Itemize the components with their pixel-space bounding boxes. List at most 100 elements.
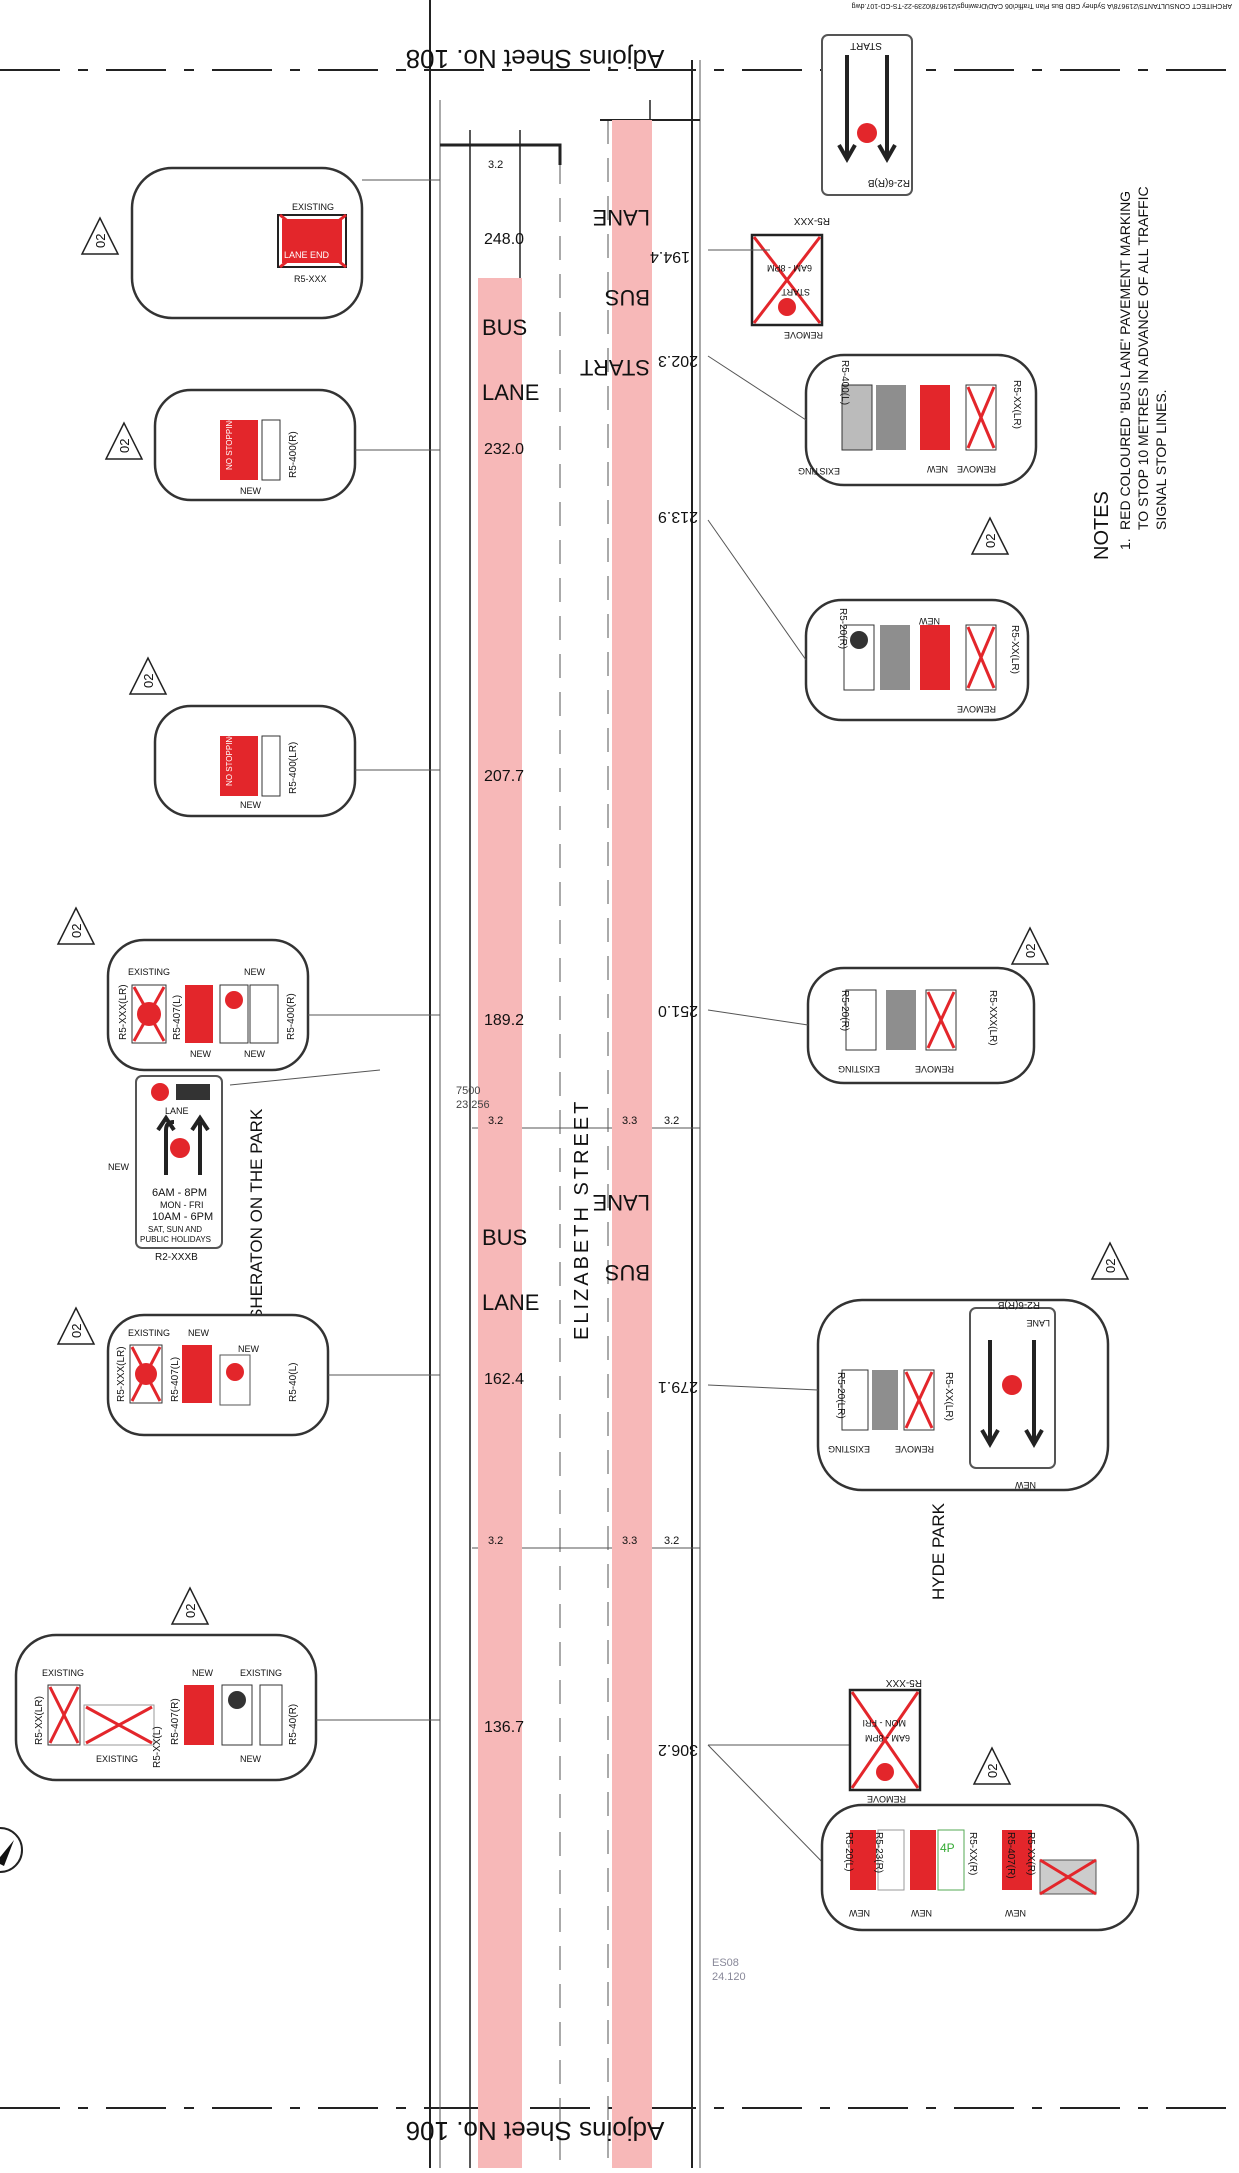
notes-line-1: RED COLOURED 'BUS LANE' PAVEMENT MARKING bbox=[1117, 191, 1133, 530]
survey-label-b: 23.256 bbox=[456, 1099, 490, 1111]
bus-lane-left bbox=[478, 278, 522, 2168]
r5-new: NEW bbox=[1014, 1480, 1036, 1490]
notes-number: 1. bbox=[1117, 538, 1133, 550]
chainages-right: 194.4 202.3 213.9 251.0 279.1 306.2 bbox=[650, 248, 698, 1758]
adjoins-sheet-top: Adjoins Sheet No. 108 bbox=[406, 44, 665, 74]
r3-code-b: R5-XX(LR) bbox=[1009, 625, 1020, 674]
r6-code-e: R5-XX(R) bbox=[1025, 1832, 1036, 1875]
chainage-194: 194.4 bbox=[650, 248, 690, 265]
chainage-248: 248.0 bbox=[484, 231, 524, 248]
chainage-306: 306.2 bbox=[658, 1741, 698, 1758]
sign-4-code-b: R5-407(L) bbox=[172, 995, 183, 1040]
pavement-bus-1: BUS bbox=[482, 315, 527, 340]
chainage-136: 136.7 bbox=[484, 1719, 524, 1736]
file-reference: ARCHITECT CONSULTANTS\219678\A Sydney CB… bbox=[852, 2, 1232, 9]
sign-4-existing: EXISTING bbox=[128, 967, 170, 977]
r3-new: NEW bbox=[918, 616, 940, 626]
cloud-group-r3: R5-20(R) R5-XX(LR) NEW REMOVE bbox=[707, 519, 1030, 722]
r6-days: MON - FRI bbox=[863, 1718, 907, 1728]
r6-code-c: R5-XX(R) bbox=[967, 1832, 978, 1875]
chainage-232: 232.0 bbox=[484, 441, 524, 458]
rev-5: 02 bbox=[69, 1324, 84, 1338]
chainages-left: 248.0 232.0 207.7 189.2 162.4 136.7 bbox=[484, 231, 524, 1736]
bus-lane-right bbox=[612, 120, 652, 2168]
cloud-group-1: LANE END EXISTING R5-XXX bbox=[130, 166, 440, 320]
survey-label-c: ES08 bbox=[712, 1957, 739, 1969]
r2-new: NEW bbox=[926, 464, 948, 474]
r3-remove: REMOVE bbox=[957, 704, 996, 714]
pavement-lane-1: LANE bbox=[482, 380, 539, 405]
sign-7-code-c: R5-407(R) bbox=[170, 1698, 181, 1745]
cloud-group-r4: R5-20(R) R5-XXX(LR) EXISTING REMOVE bbox=[707, 966, 1036, 1085]
sign-3-text: NO STOPPING bbox=[225, 731, 234, 786]
r6-4p: 4P bbox=[940, 1841, 955, 1855]
rev-3: 02 bbox=[141, 674, 156, 688]
r4-remove: REMOVE bbox=[915, 1064, 954, 1074]
bus-lane-sign-left: LANE 6AM - 8PM MON - FRI 10AM - 6PM SAT,… bbox=[108, 1069, 381, 1263]
sign-1-status: EXISTING bbox=[292, 202, 334, 212]
chainage-207: 207.7 bbox=[484, 768, 524, 785]
cloud-group-2: NO STOPPING R5-400(R) NEW bbox=[153, 388, 440, 502]
cloud-group-7: EXISTING NEW EXISTING R5-XX(LR) R5-XX(L)… bbox=[14, 1633, 440, 1782]
lane-width-6: 3.3 bbox=[622, 1535, 637, 1547]
survey-label-a: 7500 bbox=[456, 1085, 480, 1097]
rev-1: 02 bbox=[93, 234, 108, 248]
lane-width-3: 3.3 bbox=[622, 1115, 637, 1127]
street-name: ELIZABETH STREET bbox=[571, 1099, 593, 1340]
notes-line-2: TO STOP 10 METRES IN ADVANCE OF ALL TRAF… bbox=[1135, 186, 1151, 530]
survey-marks: 7500 23.256 ES08 24.120 bbox=[456, 1085, 746, 1983]
sign-2-text: NO STOPPING bbox=[225, 415, 234, 470]
file-reference-text: ARCHITECT CONSULTANTS\219678\A Sydney CB… bbox=[852, 2, 1232, 9]
sign-6-existing: EXISTING bbox=[128, 1328, 170, 1338]
r1-code-r2: R2-6(R)B bbox=[867, 177, 910, 188]
lane-width-5: 3.2 bbox=[488, 1535, 503, 1547]
rev-9: 02 bbox=[1103, 1259, 1118, 1273]
r5-lane: LANE bbox=[1026, 1318, 1050, 1328]
sign-7-existing-b: EXISTING bbox=[240, 1668, 282, 1678]
pavement-marking-right-lower: LANE BUS bbox=[593, 1190, 650, 1285]
sign-5-weekend-times: 10AM - 6PM bbox=[152, 1211, 213, 1223]
sign-7-code-d: R5-40(R) bbox=[288, 1704, 299, 1745]
r6-code-xxx: R5-XXX bbox=[886, 1677, 922, 1688]
sign-4-new-c: NEW bbox=[244, 1049, 266, 1059]
pavement-bus-2: BUS bbox=[482, 1225, 527, 1250]
chainage-213: 213.9 bbox=[658, 508, 698, 525]
adjoins-bottom-label: Adjoins Sheet No. 106 bbox=[406, 2116, 665, 2146]
sign-4-code-c: R5-400(R) bbox=[286, 993, 297, 1040]
r3-code-a: R5-20(R) bbox=[837, 608, 848, 649]
pavement-lane-2: LANE bbox=[482, 1290, 539, 1315]
r2-code-a: R5-400(L) bbox=[839, 360, 850, 405]
adjoins-sheet-bottom: Adjoins Sheet No. 106 bbox=[406, 2116, 665, 2146]
north-arrow-icon bbox=[0, 1827, 23, 1873]
rev-4: 02 bbox=[69, 924, 84, 938]
pavement-bus-r1: BUS bbox=[605, 285, 650, 310]
r5-existing: EXISTING bbox=[828, 1444, 870, 1454]
sign-4-code-a: R5-XXX(LR) bbox=[118, 984, 129, 1040]
r4-existing: EXISTING bbox=[838, 1064, 880, 1074]
hyde-park-text: HYDE PARK bbox=[929, 1502, 948, 1600]
road-edges bbox=[429, 0, 701, 2168]
cloud-group-r1: START START 6AM - 8PM R5-XXX R2-6(R)B RE… bbox=[708, 34, 913, 376]
r2-6-sign-top: START bbox=[821, 34, 913, 196]
sign-6-new-a: NEW bbox=[188, 1328, 210, 1338]
r4-code-b: R5-XXX(LR) bbox=[987, 990, 998, 1046]
sign-5-times: 6AM - 8PM bbox=[152, 1187, 207, 1199]
sign-2-status: NEW bbox=[240, 486, 262, 496]
r5-code-a: R5-20(LR) bbox=[835, 1372, 846, 1419]
cloud-group-r2: R5-400(L) R5-XX(LR) EXISTING NEW REMOVE bbox=[707, 353, 1038, 487]
r6-code-b: R5-23(R) bbox=[873, 1832, 884, 1873]
lane-width-1: 3.2 bbox=[488, 159, 503, 171]
r5-remove: REMOVE bbox=[895, 1444, 934, 1454]
r5-xxx-sign-top: START 6AM - 8PM bbox=[750, 233, 824, 327]
pavement-marking-right-upper: LANE BUS START bbox=[580, 205, 650, 380]
cloud-group-r6: 6AM - 8PM MON - FRI R5-XXX REMOVE 4P R5-… bbox=[707, 1677, 1140, 1932]
rev-8: 02 bbox=[1023, 944, 1038, 958]
r5-code-r2: R2-6(R)B bbox=[997, 1299, 1040, 1310]
pavement-marking-left-upper: BUS LANE bbox=[482, 315, 539, 405]
r6-times: 6AM - 8PM bbox=[865, 1733, 910, 1743]
r1-start-b: START bbox=[781, 287, 810, 297]
cloud-group-6: EXISTING NEW NEW R5-XXX(LR) R5-407(L) R5… bbox=[106, 1313, 440, 1437]
pavement-lane-r1: LANE bbox=[593, 205, 650, 230]
sign-7-new-b: NEW bbox=[240, 1754, 262, 1764]
